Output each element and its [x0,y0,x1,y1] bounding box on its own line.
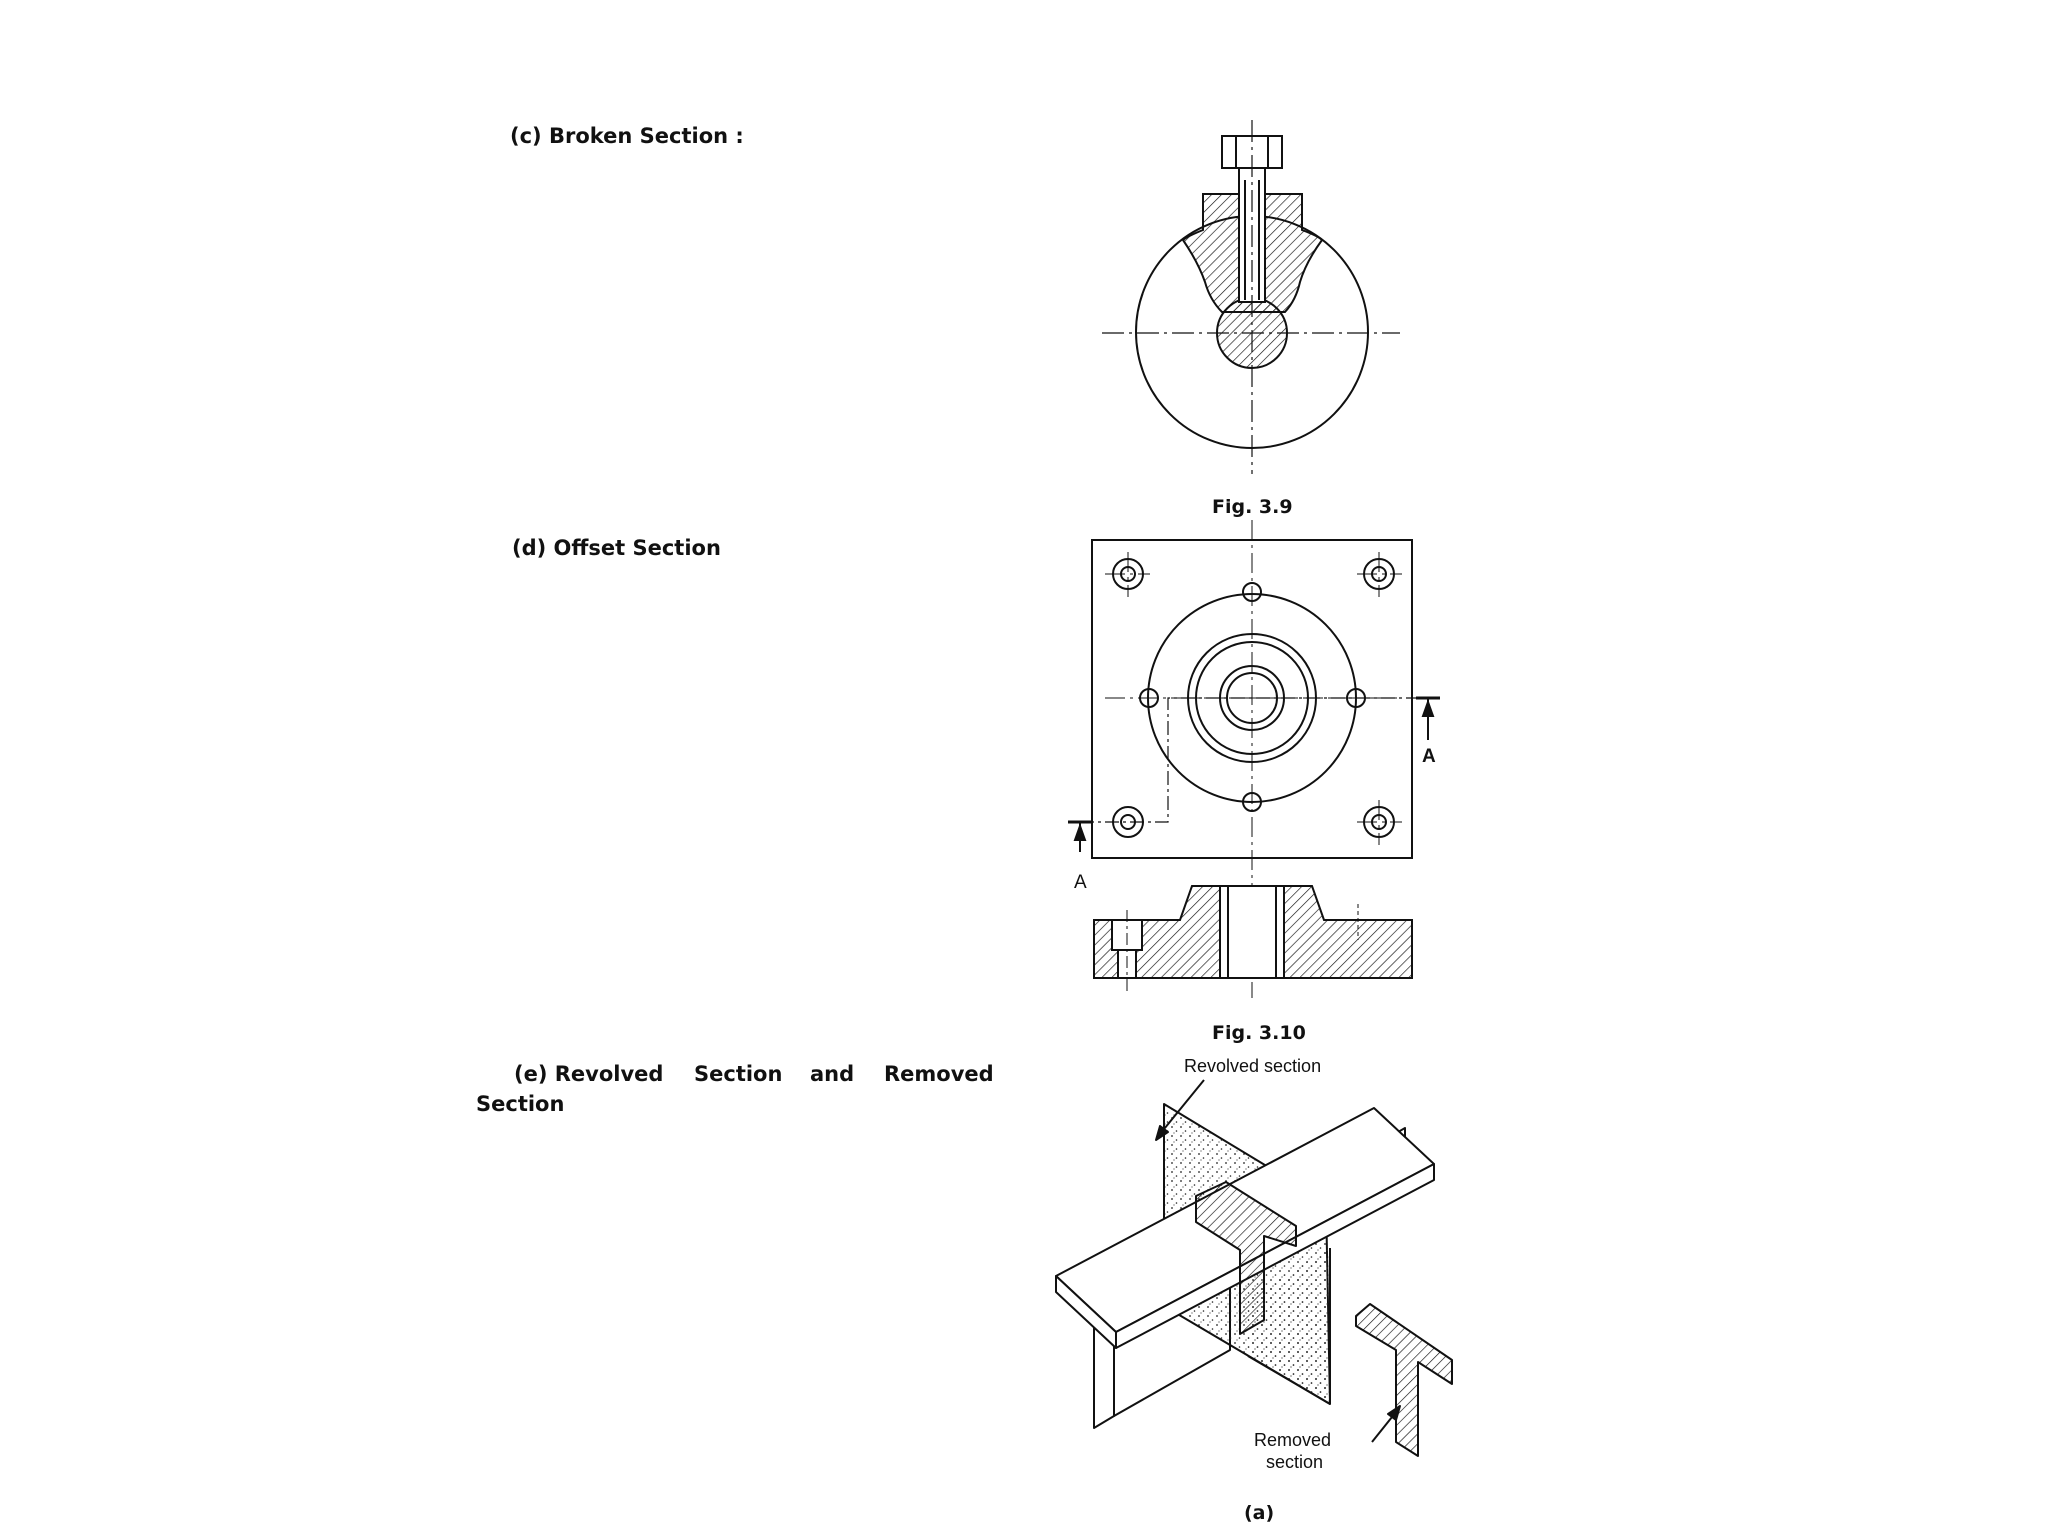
removed-section-label-2: section [1266,1452,1323,1472]
fig-3-9-caption: Fig. 3.9 [1212,496,1293,518]
revolved-removed-drawing [1055,1079,1453,1457]
elevation-bore [1219,885,1285,979]
removed-t-section [1355,1303,1453,1457]
flange-right [1115,1163,1435,1349]
heading-word: Section [476,1092,565,1116]
heading-word: and [810,1062,855,1086]
revolved-section-label: Revolved section [1184,1056,1321,1076]
offset-section-elevation [1093,885,1413,994]
cutting-plane-line [1080,697,1440,823]
offset-section-plan [1068,520,1440,998]
offset-section-heading: (d) Offset Section [512,536,721,560]
cut-label-a-right: A [1422,746,1436,767]
revolved-t-section [1195,1181,1297,1335]
removed-section-label-1: Removed [1254,1430,1331,1450]
cut-label-a-left: A [1074,872,1087,893]
fig-3-10-caption: Fig. 3.10 [1212,1022,1306,1044]
heading-word: Section [694,1062,783,1086]
fig-a-caption: (a) [1244,1502,1275,1524]
broken-section-heading: (c) Broken Section : [510,124,744,148]
broken-section-drawing [1102,120,1400,474]
heading-word: Removed [884,1062,994,1086]
heading-word: (e) Revolved [514,1062,664,1086]
